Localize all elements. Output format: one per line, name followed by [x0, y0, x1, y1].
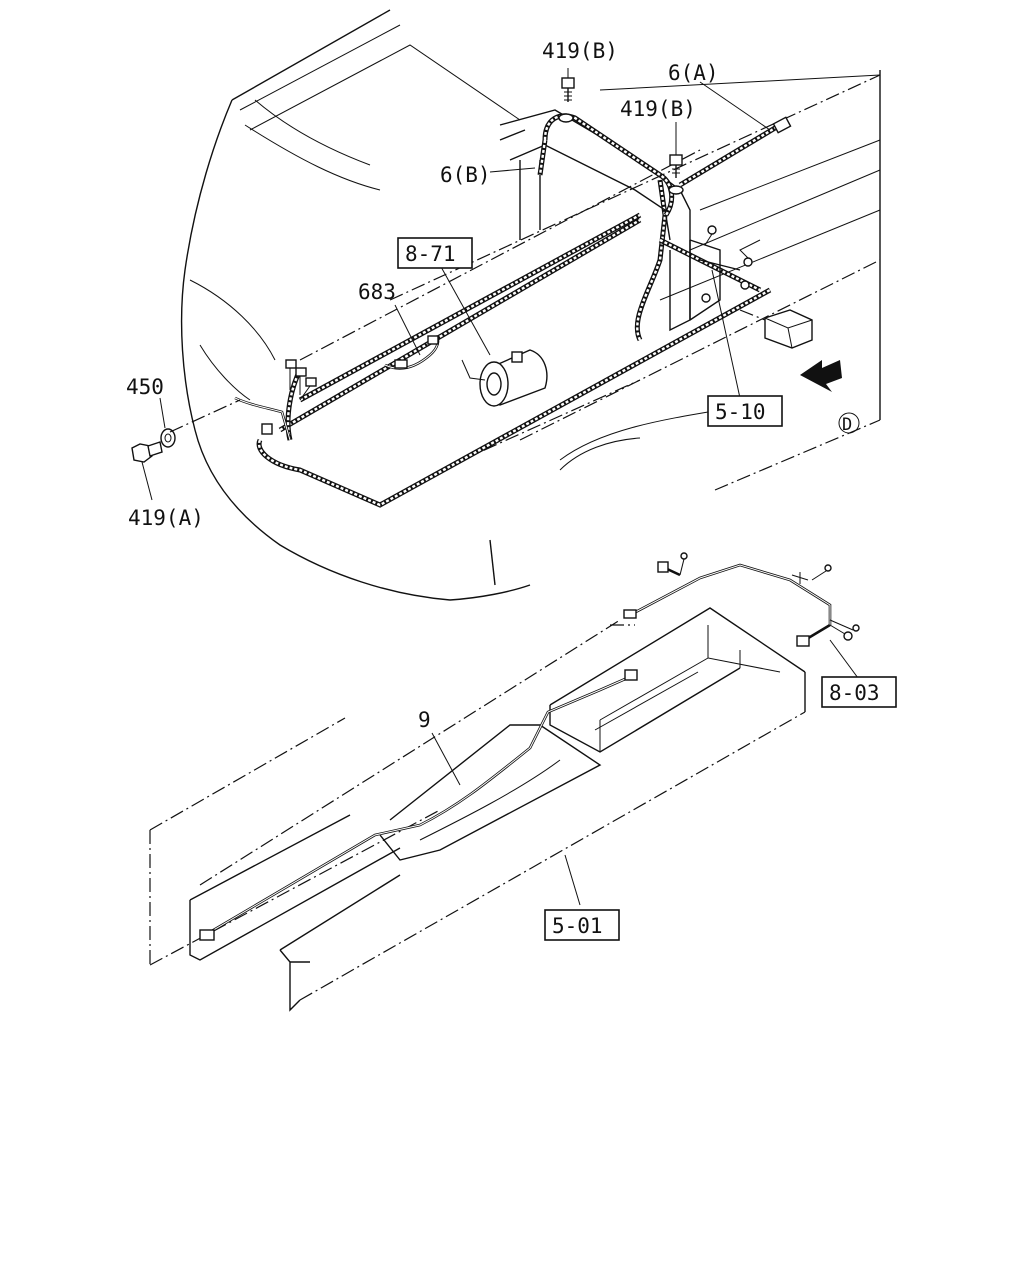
view-arrow-d — [800, 360, 842, 392]
callout-6b: 6(B) — [440, 163, 491, 187]
svg-text:6(B): 6(B) — [440, 163, 491, 187]
callout-5-01: 5-01 — [544, 909, 620, 941]
callout-450: 450 — [126, 375, 164, 399]
bolt-419b-mid — [668, 154, 684, 195]
main-harness-5-10 — [256, 179, 772, 508]
svg-text:8-03: 8-03 — [829, 681, 880, 705]
callout-419a: 419(A) — [128, 506, 204, 530]
callout-8-03: 8-03 — [821, 676, 897, 708]
bolt-419a — [131, 399, 241, 463]
svg-text:D: D — [842, 415, 852, 435]
svg-text:9: 9 — [418, 708, 431, 732]
svg-text:419(B): 419(B) — [620, 97, 696, 121]
harness-9 — [199, 669, 638, 941]
upper-frame-harness-6 — [499, 109, 792, 320]
svg-text:8-71: 8-71 — [405, 242, 456, 266]
svg-text:683: 683 — [358, 280, 396, 304]
svg-text:5-01: 5-01 — [552, 914, 603, 938]
svg-text:419(B): 419(B) — [542, 39, 618, 63]
connector-683 — [384, 335, 440, 370]
svg-text:450: 450 — [126, 375, 164, 399]
svg-text:6(A): 6(A) — [668, 61, 719, 85]
callout-9: 9 — [418, 708, 431, 732]
washer-450 — [160, 428, 176, 448]
callout-view-d: D — [838, 412, 860, 435]
bolt-419b-top — [558, 77, 575, 123]
callout-8-71: 8-71 — [397, 237, 473, 269]
svg-text:419(A): 419(A) — [128, 506, 204, 530]
relay-box — [739, 309, 813, 349]
pillar-bracket — [669, 225, 761, 332]
callout-419b-mid: 419(B) — [620, 97, 696, 121]
compressor-8-71 — [461, 349, 548, 407]
leader-lines — [141, 68, 859, 906]
callout-6a: 6(A) — [668, 61, 719, 85]
callout-419b-top: 419(B) — [542, 39, 618, 63]
body-reference-lines — [299, 74, 881, 471]
callout-5-10: 5-10 — [707, 395, 783, 427]
cab-body-outline — [180, 9, 881, 601]
harness-8-03 — [623, 552, 860, 647]
callout-683: 683 — [358, 280, 396, 304]
floor-console-outline — [149, 607, 806, 1012]
svg-text:5-10: 5-10 — [715, 400, 766, 424]
